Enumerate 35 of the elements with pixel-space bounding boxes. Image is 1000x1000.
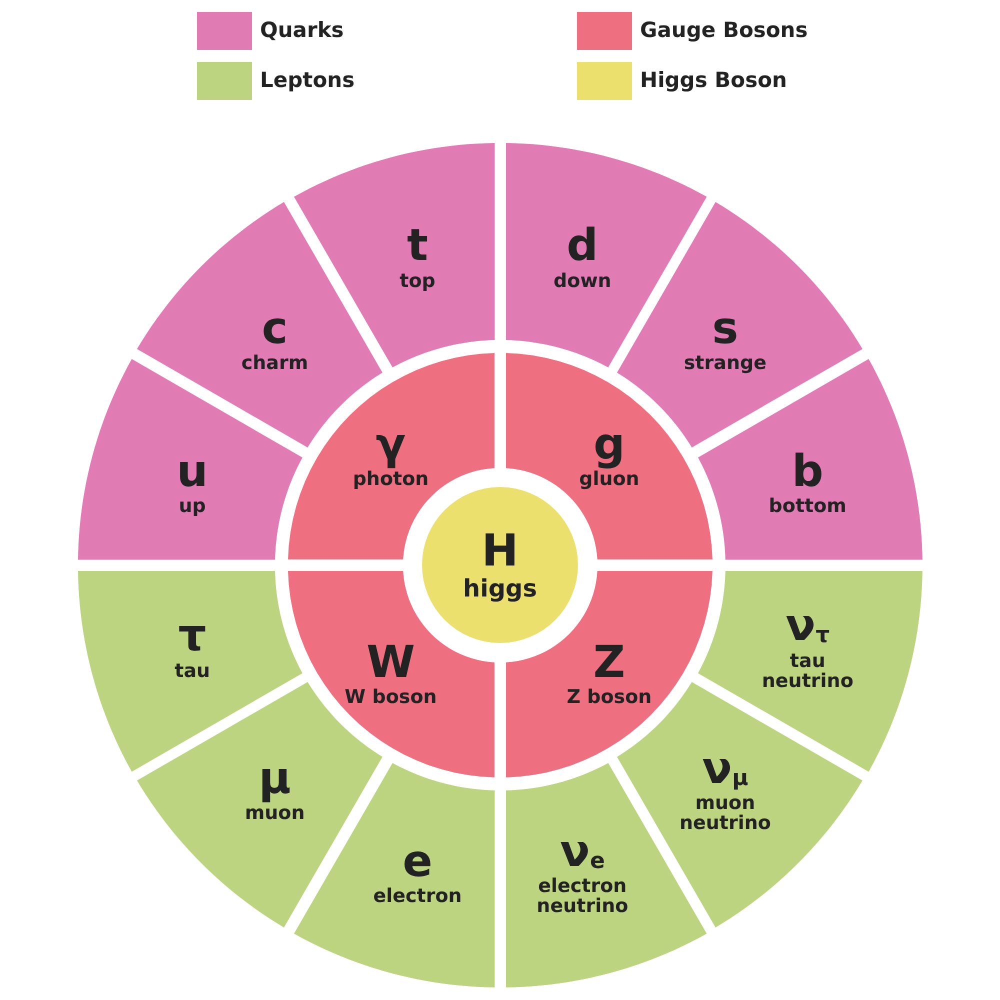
particle-symbol: e	[402, 838, 432, 885]
particle-name: photon	[352, 470, 429, 490]
particle-name: top	[400, 271, 436, 292]
particle-name: down	[554, 271, 612, 292]
particle-name: charm	[241, 354, 308, 374]
legend-label: Gauge Bosons	[640, 18, 808, 42]
particle-symbol: c	[262, 306, 288, 352]
particle-symbol: τ	[178, 613, 206, 660]
particle-name: muon	[244, 804, 305, 824]
particle-name: W boson	[344, 688, 437, 708]
particle-name: strange	[684, 354, 766, 374]
particle-name: up	[178, 496, 206, 517]
particle-name: gluon	[579, 470, 640, 490]
particle-name: muon neutrino	[678, 794, 772, 834]
particle-name: tau neutrino	[760, 652, 854, 692]
particle-name: bottom	[768, 496, 846, 517]
legend-label: Quarks	[260, 18, 344, 42]
particle-symbol: s	[712, 306, 738, 352]
particle-symbol: t	[407, 223, 428, 270]
particle-name: higgs	[463, 576, 537, 602]
particle-name: tau	[174, 662, 210, 682]
particle-symbol: γ	[376, 422, 406, 468]
particle-name: Z boson	[566, 688, 652, 708]
particle-symbol: g	[593, 422, 625, 468]
particle-symbol: μ	[258, 756, 291, 802]
particle-symbol: H	[482, 528, 518, 574]
legend-label: Higgs Boson	[640, 68, 787, 92]
particle-symbol: u	[176, 448, 208, 495]
particle-name: electron neutrino	[536, 876, 630, 917]
particle-symbol: Z	[593, 640, 626, 686]
legend-label: Leptons	[260, 68, 355, 92]
particle-symbol: b	[792, 448, 824, 495]
particle-name: electron	[373, 886, 462, 907]
particle-symbol: W	[366, 640, 415, 686]
particle-symbol: d	[566, 223, 598, 270]
